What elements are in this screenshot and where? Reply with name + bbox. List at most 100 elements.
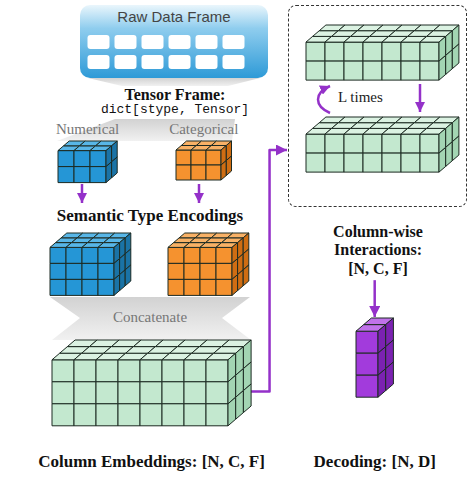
cube-cell (401, 42, 420, 61)
cube-cell (74, 167, 90, 183)
cube-cell (382, 153, 401, 172)
cube-cell (66, 263, 82, 279)
cube-cell (226, 156, 231, 176)
tensor-caption: Numerical (56, 121, 119, 138)
cube-cell (452, 136, 459, 161)
cube-cell (325, 153, 344, 172)
cube-cell (118, 382, 140, 404)
table-cell (88, 55, 110, 69)
table-cell (88, 35, 110, 49)
cuboid (306, 25, 459, 80)
cube-cell (74, 151, 90, 167)
cube-cell (420, 153, 439, 172)
flow-arrow (81, 184, 84, 203)
cube-cell (216, 263, 232, 279)
cube-cell (52, 382, 74, 404)
cube-cell (363, 61, 382, 80)
cube-cell (168, 263, 184, 279)
cube-cell (90, 167, 106, 183)
cube-cell (306, 42, 325, 61)
cube-cell (52, 360, 74, 382)
categorical-tensor: Categorical (176, 141, 232, 180)
cube-cell (306, 61, 325, 80)
cube-cell (439, 147, 446, 172)
cube-cell (200, 279, 216, 295)
cube-cell (184, 263, 200, 279)
cube-cell (96, 360, 118, 382)
cube-cell (82, 279, 98, 295)
cube-cell (168, 279, 184, 295)
cube-cell (82, 263, 98, 279)
cube-cell (401, 61, 420, 80)
cube-cell (356, 353, 378, 375)
cube-cell (344, 153, 363, 172)
cube-cell (325, 134, 344, 153)
cube-cell (306, 134, 325, 153)
cube-cell (66, 279, 82, 295)
cube-cell (325, 42, 344, 61)
cube-cell (228, 397, 236, 426)
flow-connector (251, 150, 287, 391)
cube-cell (162, 360, 184, 382)
repeat-label: L times (338, 89, 383, 106)
cube-cell (98, 263, 114, 279)
tensor-shape (356, 318, 393, 397)
tensor-shape (58, 141, 117, 183)
cube-cell (363, 42, 382, 61)
stage-label: Semantic Type Encodings (57, 206, 243, 226)
cube-cell (50, 247, 66, 263)
tensor-shape (52, 340, 251, 426)
cube-cell (176, 150, 191, 165)
cube-cell (191, 150, 206, 165)
cube-cell (50, 279, 66, 295)
table-cell (169, 35, 191, 49)
cube-cell (184, 382, 206, 404)
block-caption: Column-wise Interactions: [N, C, F] (322, 223, 434, 278)
merge-funnel (50, 297, 251, 340)
cube-cell (306, 153, 325, 172)
cube-cell (140, 382, 162, 404)
table-cell (115, 55, 137, 69)
cube-cell (82, 247, 98, 263)
cuboid (168, 233, 249, 295)
cuboid (58, 141, 117, 183)
cube-cell (206, 360, 228, 382)
cube-cell (200, 263, 216, 279)
cube-cell (446, 142, 453, 167)
cube-cell (184, 404, 206, 426)
cuboid (356, 318, 393, 397)
flow-connector (373, 280, 376, 317)
table-cell (142, 35, 164, 49)
tensor-caption: Decoding: [N, D] (314, 452, 436, 472)
cube-cell (140, 404, 162, 426)
cube-cell (74, 360, 96, 382)
cube-cell (162, 382, 184, 404)
cube-cell (96, 382, 118, 404)
table-cell (223, 55, 245, 69)
cube-cell (58, 151, 74, 167)
cube-cell (378, 369, 386, 398)
cube-cell (386, 362, 394, 391)
cube-cell (238, 270, 244, 291)
cube-cell (74, 404, 96, 426)
cube-cell (216, 279, 232, 295)
cube-cell (125, 265, 131, 286)
cube-cell (90, 151, 106, 167)
table-cell (196, 35, 218, 49)
table-cell (142, 55, 164, 69)
cube-cell (236, 391, 244, 420)
cube-cell (206, 404, 228, 426)
cube-cell (106, 162, 112, 183)
cube-cell (98, 247, 114, 263)
cube-cell (162, 404, 184, 426)
cube-cell (420, 42, 439, 61)
cube-cell (344, 61, 363, 80)
cube-cell (232, 275, 238, 296)
table-cell (223, 35, 245, 49)
tensor-caption: Column Embeddings: [N, C, F] (38, 452, 265, 472)
cube-cell (191, 165, 206, 180)
cube-cell (96, 404, 118, 426)
cuboid (50, 233, 131, 295)
cube-cell (452, 44, 459, 69)
